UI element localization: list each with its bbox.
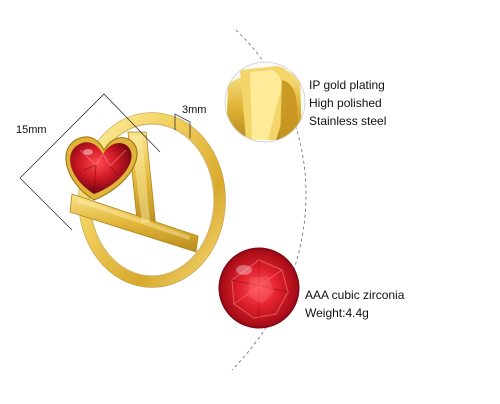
ring-cross-horizontal [69, 193, 199, 253]
gem-detail-circle [218, 247, 300, 329]
feature-weight: Weight:4.4g [305, 306, 369, 320]
metal-features: IP gold plating High polished Stainless … [309, 76, 386, 130]
feature-plating: IP gold plating [309, 78, 385, 92]
feature-stone: AAA cubic zirconia [305, 288, 405, 302]
ring [65, 112, 226, 288]
width-dimension-label: 3mm [182, 104, 207, 116]
metal-detail-circle [224, 61, 306, 143]
feature-polish: High polished [309, 96, 382, 110]
dimension-15mm [19, 93, 161, 231]
dimension-3mm [174, 113, 191, 138]
length-dimension-label: 15mm [16, 124, 47, 136]
stone-features: AAA cubic zirconia Weight:4.4g [305, 286, 404, 322]
feature-material: Stainless steel [309, 114, 387, 128]
